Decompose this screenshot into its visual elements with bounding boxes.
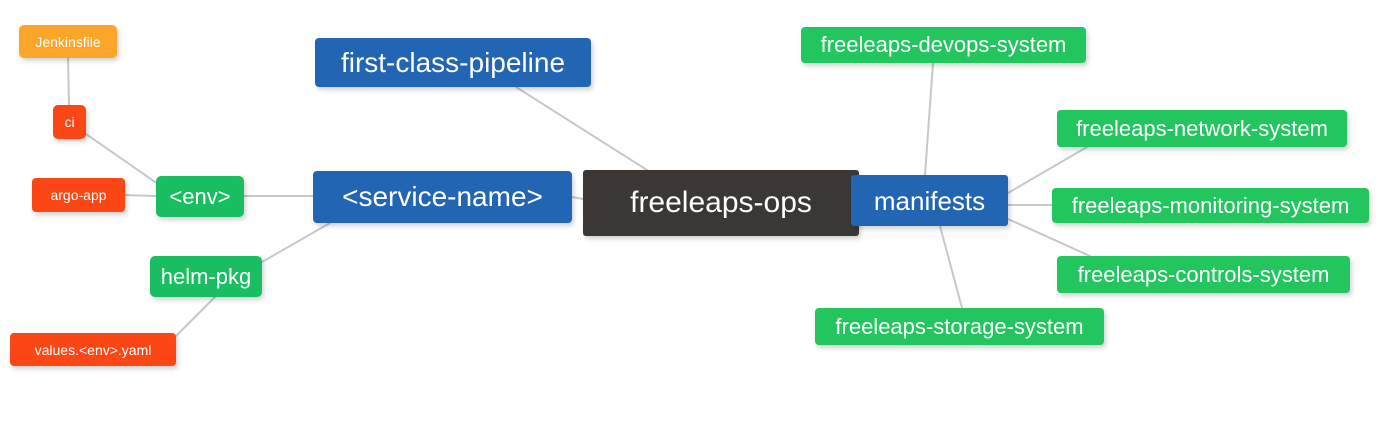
node-label-argo-app: argo-app — [50, 187, 107, 203]
node-label-freeleaps-network-system: freeleaps-network-system — [1076, 115, 1328, 141]
node-freeleaps-storage-system[interactable]: freeleaps-storage-system — [815, 308, 1104, 345]
edge-argo-app-to-env — [124, 194, 157, 197]
node-helm-pkg[interactable]: helm-pkg — [150, 256, 262, 297]
node-freeleaps-controls-system[interactable]: freeleaps-controls-system — [1057, 256, 1350, 293]
node-label-freeleaps-monitoring-system: freeleaps-monitoring-system — [1071, 192, 1350, 218]
edge-manifests-to-freeleaps-storage-system — [939, 225, 963, 309]
node-jenkinsfile[interactable]: Jenkinsfile — [19, 25, 117, 58]
edge-ci-to-env — [85, 133, 159, 185]
edge-manifests-to-freeleaps-devops-system — [924, 62, 934, 176]
node-freeleaps-monitoring-system[interactable]: freeleaps-monitoring-system — [1052, 188, 1369, 223]
node-label-manifests: manifests — [873, 185, 986, 216]
node-manifests[interactable]: manifests — [851, 175, 1008, 226]
node-label-freeleaps-controls-system: freeleaps-controls-system — [1077, 261, 1330, 287]
node-env[interactable]: <env> — [156, 176, 244, 217]
node-label-jenkinsfile: Jenkinsfile — [35, 33, 101, 50]
node-label-first-class-pipeline: first-class-pipeline — [340, 46, 566, 78]
node-service-name[interactable]: <service-name> — [313, 171, 572, 223]
edge-service-name-to-freeleaps-ops — [571, 196, 584, 200]
node-label-helm-pkg: helm-pkg — [160, 263, 252, 289]
edge-helm-pkg-to-service-name — [261, 222, 331, 263]
node-label-freeleaps-devops-system: freeleaps-devops-system — [820, 32, 1067, 57]
node-first-class-pipeline[interactable]: first-class-pipeline — [315, 38, 591, 87]
node-label-env: <env> — [169, 183, 231, 209]
edge-manifests-to-freeleaps-network-system — [1007, 146, 1088, 194]
node-label-service-name: <service-name> — [342, 181, 543, 212]
node-freeleaps-ops[interactable]: freeleaps-ops — [583, 170, 859, 236]
node-label-ci: ci — [64, 114, 75, 130]
node-label-freeleaps-storage-system: freeleaps-storage-system — [835, 313, 1084, 339]
node-label-values-yaml: values.<env>.yaml — [34, 341, 152, 358]
edge-jenkinsfile-to-ci — [67, 57, 70, 106]
node-freeleaps-devops-system[interactable]: freeleaps-devops-system — [801, 27, 1086, 63]
edge-first-class-pipeline-to-freeleaps-ops — [515, 86, 648, 171]
node-label-freeleaps-ops: freeleaps-ops — [630, 186, 812, 219]
node-ci[interactable]: ci — [53, 105, 86, 139]
edge-values-yaml-to-helm-pkg — [175, 296, 216, 337]
node-argo-app[interactable]: argo-app — [32, 178, 125, 212]
node-freeleaps-network-system[interactable]: freeleaps-network-system — [1057, 110, 1347, 147]
node-values-yaml[interactable]: values.<env>.yaml — [10, 333, 176, 366]
edge-manifests-to-freeleaps-controls-system — [1007, 218, 1091, 257]
